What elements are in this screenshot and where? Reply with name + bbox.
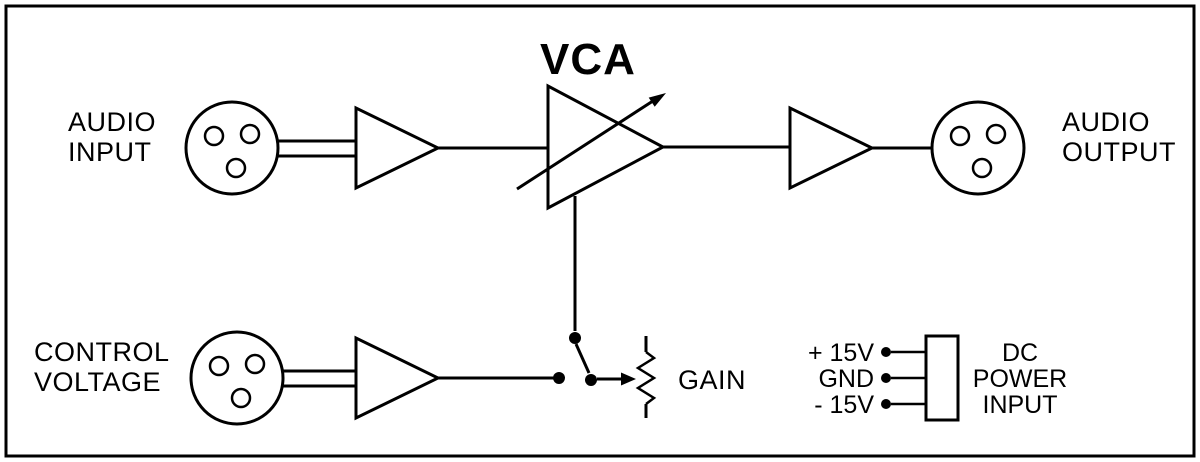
gain-pot-wiper-arrow (597, 372, 636, 386)
power-rail-wires (881, 347, 926, 409)
gain-label: GAIN (678, 365, 746, 395)
minus-15v-terminal (881, 399, 891, 409)
vca-amplifier-icon (516, 83, 667, 211)
minus-15v-label: - 15V (814, 391, 874, 419)
switch-pole-contact (569, 332, 581, 344)
page-title: VCA (540, 35, 636, 84)
xlr-connector-control-voltage-icon (189, 330, 285, 426)
audio-output-label: AUDIO OUTPUT (1062, 107, 1176, 167)
switch-throw-cv-contact (553, 372, 565, 384)
plus-15v-label: + 15V (808, 339, 874, 367)
xlr-connector-audio-input-icon (184, 100, 280, 196)
control-voltage-cable (283, 369, 356, 388)
gnd-label: GND (818, 365, 874, 393)
xlr-connector-audio-output-icon (930, 100, 1026, 196)
dc-power-input-label: DC POWER INPUT (973, 339, 1067, 419)
switch-throw-gain-contact (585, 374, 597, 386)
control-voltage-label: CONTROL VOLTAGE (34, 337, 170, 397)
input-buffer-amp-icon (354, 105, 442, 191)
power-rail-labels: + 15V GND - 15V (808, 339, 874, 419)
audio-input-label: AUDIO INPUT (68, 107, 156, 167)
dc-power-connector-icon (924, 334, 960, 422)
control-voltage-label-line2: VOLTAGE (34, 367, 161, 397)
audio-output-label-line2: OUTPUT (1062, 137, 1176, 167)
control-voltage-amp-icon (354, 335, 442, 421)
mode-switch-blade (574, 343, 591, 374)
audio-input-label-line1: AUDIO (68, 107, 156, 137)
dc-power-label-line2: POWER (973, 365, 1067, 393)
dc-power-label-line3: INPUT (983, 391, 1058, 419)
diagram-border (4, 4, 1196, 458)
dc-power-label-line1: DC (1002, 339, 1038, 367)
output-buffer-amp-icon (788, 105, 876, 191)
gain-potentiometer-icon (635, 336, 657, 418)
audio-input-label-line2: INPUT (68, 137, 152, 167)
audio-input-cable (278, 139, 356, 158)
plus-15v-terminal (881, 347, 891, 357)
control-voltage-label-line1: CONTROL (34, 337, 170, 367)
audio-output-label-line1: AUDIO (1062, 107, 1150, 137)
vca-gain-arrowhead-icon (648, 93, 666, 107)
gain-pot-wiper-arrowhead-icon (621, 372, 636, 386)
gnd-terminal (881, 373, 891, 383)
vca-gain-arrow (516, 97, 657, 191)
